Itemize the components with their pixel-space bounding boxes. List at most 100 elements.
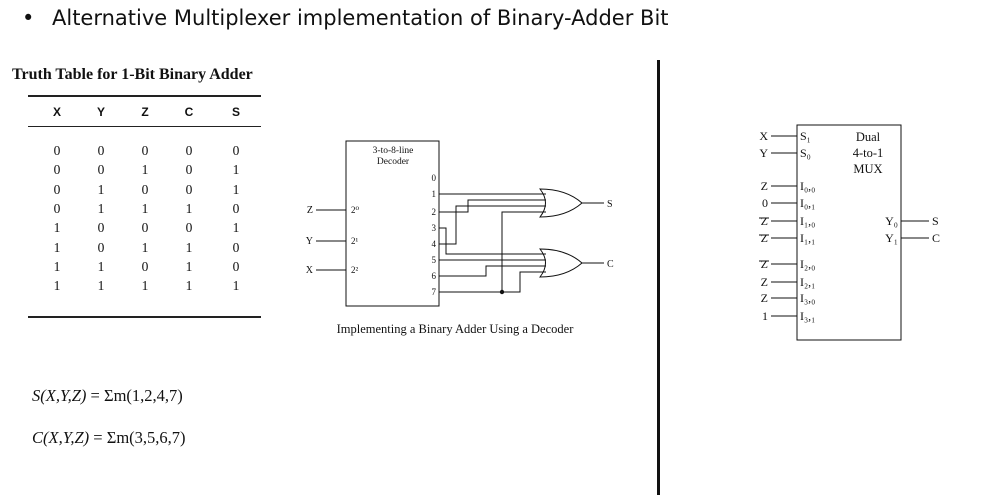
mux-select-y: Y <box>759 146 768 160</box>
weight-2-2: 2² <box>351 265 359 275</box>
slide-heading: • Alternative Multiplexer implementation … <box>22 6 669 30</box>
truth-table-cell: 1 <box>185 278 193 294</box>
truth-table-cell: 1 <box>185 258 193 274</box>
decoder-input-z: Z <box>307 205 313 216</box>
truth-table-cell: 0 <box>232 143 240 158</box>
truth-table-cell: 1 <box>97 200 105 216</box>
wire-out6-c <box>439 265 546 277</box>
decoder-output-6: 6 <box>432 271 437 281</box>
mux-pin-y0: Y₀ <box>885 214 898 228</box>
carry-equation-lhs: C(X,Y,Z) <box>32 428 90 447</box>
mux-title-3: MUX <box>853 162 882 176</box>
decoder-output-5: 5 <box>432 255 437 265</box>
header-y: Y <box>96 105 105 119</box>
weight-2-1: 2¹ <box>351 236 359 246</box>
mux-data-6: Z <box>761 291 768 305</box>
truth-table-cell: 1 <box>232 181 240 197</box>
truth-table-cell: 0 <box>141 220 149 236</box>
mux-pin-i20: I₂,₀ <box>800 257 815 271</box>
decoder-output-0: 0 <box>432 173 437 183</box>
table-bottom-rule <box>28 316 261 318</box>
truth-table-cell: 1 <box>53 258 61 274</box>
mux-pin-i21: I₂,₁ <box>800 275 815 289</box>
truth-table-cell: 0 <box>53 181 61 197</box>
mux-title-1: Dual <box>856 130 881 144</box>
truth-table-cell: 0 <box>97 239 105 255</box>
vertical-divider <box>657 60 660 495</box>
truth-table-cell: 1 <box>53 239 61 255</box>
truth-table-cell: 0 <box>185 220 193 236</box>
decoder-title-2: Decoder <box>377 157 410 167</box>
truth-table-cell: 1 <box>232 278 240 294</box>
decoder-input-x: X <box>306 265 314 276</box>
mux-pin-i31: I₃,₁ <box>800 309 815 323</box>
header-c: C <box>184 105 194 119</box>
decoder-output-7: 7 <box>432 287 437 297</box>
or-gate-c <box>538 248 583 278</box>
mux-block <box>796 124 902 341</box>
truth-table-cell: 0 <box>53 200 61 216</box>
mux-pin-y1: Y₁ <box>885 231 898 245</box>
truth-table-cell: 1 <box>185 239 193 255</box>
truth-table-cell: 0 <box>97 143 105 158</box>
decoder-output-1: 1 <box>432 189 437 199</box>
mux-data-3: Z <box>761 231 768 245</box>
table-header-rule <box>28 126 261 127</box>
decoder-input-y: Y <box>306 236 313 247</box>
mux-pin-i30: I₃,₀ <box>800 291 815 305</box>
sum-equation-lhs: S(X,Y,Z) <box>32 386 87 405</box>
mux-data-4: Z <box>761 257 768 271</box>
sum-equation-rhs: = Σm(1,2,4,7) <box>86 386 183 405</box>
truth-table-cell: 0 <box>232 239 240 255</box>
heading-text: Alternative Multiplexer implementation o… <box>52 6 669 30</box>
decoder-s-output: S <box>607 199 613 210</box>
decoder-caption: Implementing a Binary Adder Using a Deco… <box>337 322 575 336</box>
mux-pin-i10: I₁,₀ <box>800 214 815 228</box>
truth-table-cell: 0 <box>185 181 193 197</box>
truth-table-cell: 1 <box>141 200 149 216</box>
truth-table-cell: 0 <box>185 143 193 158</box>
truth-table-cell: 1 <box>232 220 240 236</box>
carry-equation-rhs: = Σm(3,5,6,7) <box>89 428 186 447</box>
truth-table-cell: 1 <box>97 181 105 197</box>
mux-data-5: Z <box>761 275 768 289</box>
truth-table-cell: 1 <box>53 278 61 294</box>
decoder-output-3: 3 <box>432 223 437 233</box>
decoder-output-2: 2 <box>432 207 437 217</box>
mux-data-0: Z <box>761 179 768 193</box>
sum-equation: S(X,Y,Z) = Σm(1,2,4,7) <box>32 386 183 406</box>
truth-table-cell: 0 <box>53 162 61 178</box>
truth-table-cell: 1 <box>185 200 193 216</box>
truth-table-cell: 1 <box>141 239 149 255</box>
header-z: Z <box>141 105 149 119</box>
mux-title-2: 4-to-1 <box>853 146 884 160</box>
mux-data-1: 0 <box>762 196 768 210</box>
mux-pin-i00: I₀,₀ <box>800 179 815 193</box>
truth-table-cell: 1 <box>141 278 149 294</box>
bullet-icon: • <box>22 6 35 30</box>
mux-output-s: S <box>932 214 939 228</box>
table-top-rule <box>28 95 261 97</box>
mux-pin-i01: I₀,₁ <box>800 196 815 210</box>
truth-table-title: Truth Table for 1-Bit Binary Adder <box>12 66 253 83</box>
decoder-output-4: 4 <box>432 239 437 249</box>
truth-table-cell: 1 <box>97 258 105 274</box>
wire-out4-s <box>439 205 546 245</box>
carry-equation: C(X,Y,Z) = Σm(3,5,6,7) <box>32 428 186 448</box>
weight-2-0: 2⁰ <box>351 205 360 215</box>
header-x: X <box>52 105 61 119</box>
truth-table-cell: 0 <box>232 200 240 216</box>
truth-table-cell: 0 <box>97 220 105 236</box>
truth-table-cell: 0 <box>232 258 240 274</box>
wire-out7-s <box>439 211 546 293</box>
truth-table-cell: 1 <box>141 162 149 178</box>
mux-pin-i11: I₁,₁ <box>800 231 815 245</box>
truth-table-cell: 0 <box>53 143 61 158</box>
header-s: S <box>231 105 240 119</box>
truth-table-cell: 0 <box>141 181 149 197</box>
truth-table-cell: 0 <box>141 258 149 274</box>
mux-output-c: C <box>932 231 940 245</box>
mux-select-x: X <box>759 129 768 143</box>
decoder-title-1: 3-to-8-line <box>373 146 414 156</box>
